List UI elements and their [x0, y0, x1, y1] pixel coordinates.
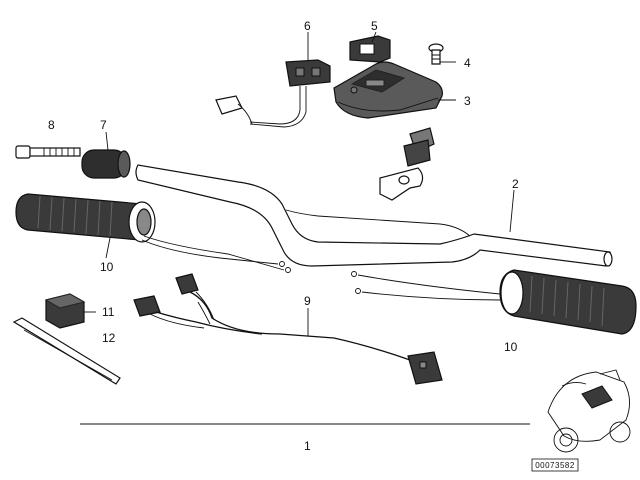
callouts: 1 2 3 4 5 6 7 8 9 10 10 11 12 [48, 19, 519, 453]
callout-2: 2 [512, 177, 519, 191]
callout-1: 1 [304, 439, 311, 453]
callout-8: 8 [48, 118, 55, 132]
cable-tie [12, 317, 121, 385]
handlebar [135, 164, 613, 267]
leader-lines [80, 31, 530, 425]
part-number-box [531, 458, 579, 472]
part-number: 00073582 [535, 461, 575, 470]
callout-7: 7 [100, 118, 107, 132]
callout-10-right: 10 [504, 340, 518, 354]
connector-cable [215, 59, 331, 128]
callout-11: 11 [102, 305, 115, 319]
callout-10-left: 10 [100, 260, 114, 274]
callout-12: 12 [102, 331, 116, 345]
relay [44, 293, 86, 329]
bar-end-weight [81, 149, 131, 179]
callout-5: 5 [371, 19, 378, 33]
wiring-harness [133, 273, 443, 385]
screw [428, 43, 444, 65]
callout-4: 4 [464, 56, 471, 70]
clamp [379, 127, 435, 201]
bolt [15, 145, 81, 159]
callout-9: 9 [304, 294, 311, 308]
motorcycle-thumbnail [547, 369, 631, 453]
callout-3: 3 [464, 94, 471, 108]
switch-housing [333, 61, 443, 119]
heated-grip-right [351, 269, 637, 335]
callout-6: 6 [304, 19, 311, 33]
heated-grip-left [15, 193, 291, 273]
clip [349, 35, 391, 63]
